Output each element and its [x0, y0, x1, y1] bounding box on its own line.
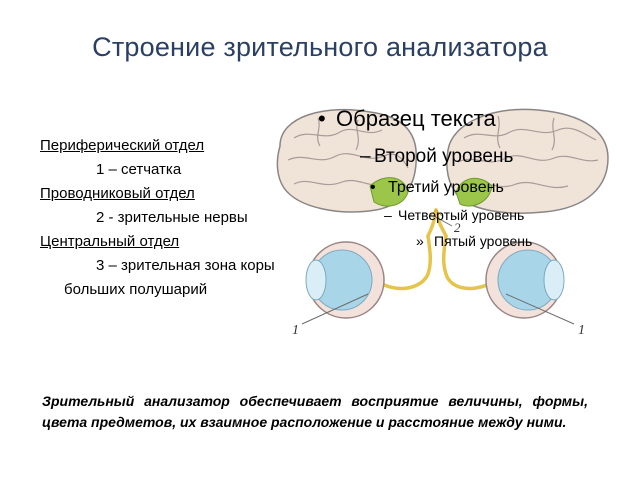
dash-icon: – — [360, 146, 371, 167]
component-visual-cortex-line1: 3 – зрительная зона коры — [96, 257, 275, 274]
bullet-icon: » — [416, 233, 424, 249]
slide-title: Строение зрительного анализатора — [92, 32, 548, 62]
dash-icon: – — [384, 207, 392, 223]
outline-level-4: –Четвертый уровень — [384, 207, 525, 223]
label-optic-nerves: 2 — [454, 220, 461, 235]
component-visual-cortex-line2: больших полушарий — [64, 281, 208, 298]
department-central: Центральный отдел — [40, 233, 180, 250]
outline-level-5: »Пятый уровень — [416, 233, 533, 249]
label-retina-left: 1 — [292, 323, 299, 338]
department-conductive: Проводниковый отдел — [40, 185, 195, 202]
label-retina-right: 1 — [578, 323, 585, 338]
department-peripheral: Периферический отдел — [40, 137, 205, 154]
slide-caption: Зрительный анализатор обеспечивает воспр… — [42, 393, 588, 430]
outline-level-3: •Третий уровень — [370, 179, 504, 196]
outline-level-1: •Образец текста — [318, 106, 496, 131]
visual-cortex-left — [369, 177, 409, 207]
bullet-icon: • — [370, 179, 376, 196]
component-optic-nerves: 2 - зрительные нервы — [96, 209, 248, 226]
component-retina: 1 – сетчатка — [96, 161, 182, 178]
visual-analyzer-illustration: 1 1 2 — [258, 98, 620, 360]
analyzer-structure-list: Периферический отдел 1 – сетчатка Провод… — [40, 134, 320, 302]
bullet-icon: • — [318, 106, 326, 131]
visual-cortex-right — [455, 177, 493, 207]
outline-level-2: –Второй уровень — [360, 146, 514, 167]
